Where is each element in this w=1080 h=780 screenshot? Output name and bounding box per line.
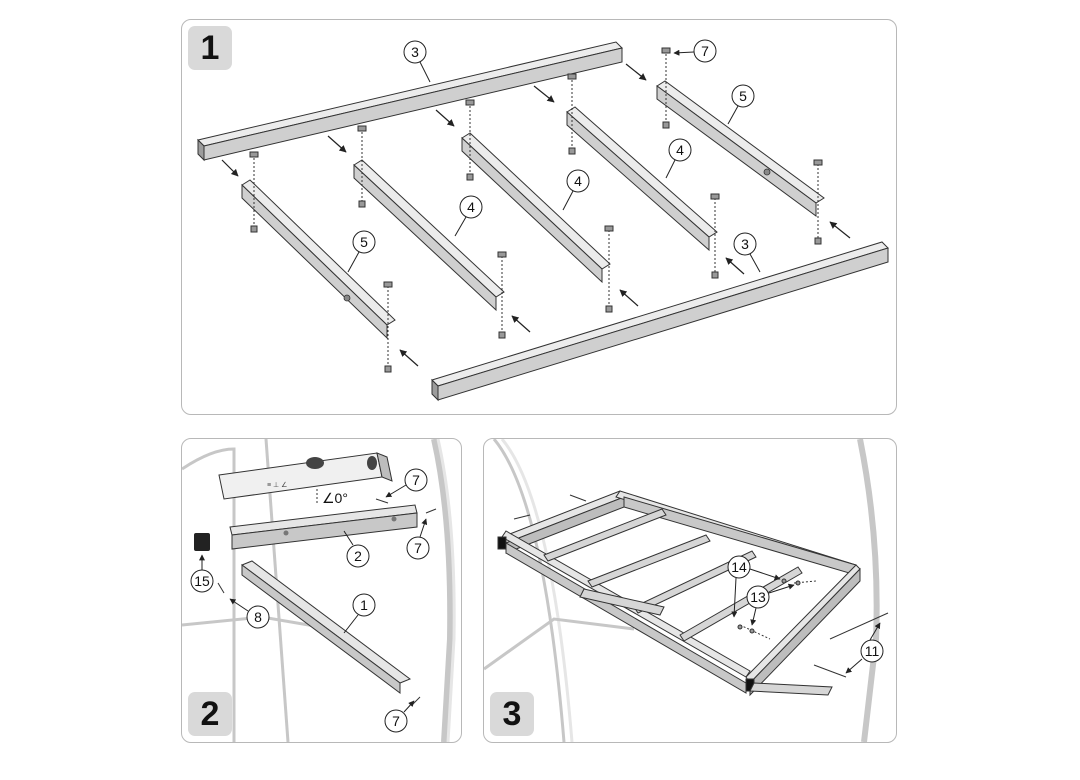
cross-beam-4 xyxy=(566,106,718,252)
svg-text:3: 3 xyxy=(411,44,419,60)
callout-part-4-c: 4 xyxy=(454,195,483,237)
callout-part-3-bottom: 3 xyxy=(733,232,761,273)
callouts-panel-1: 3 7 5 4 4 4 5 3 xyxy=(347,39,761,273)
end-cap-part-15 xyxy=(194,533,210,551)
svg-text:11: 11 xyxy=(865,643,880,659)
panel-step-2: 2 ≡ ⊥ ∠ ∠0° xyxy=(181,438,462,743)
callout-part-4-b: 4 xyxy=(562,169,590,211)
step-number-badge: 1 xyxy=(188,26,232,70)
cross-beam-2 xyxy=(353,159,505,312)
svg-text:1: 1 xyxy=(360,597,368,613)
bed-frame xyxy=(497,490,861,697)
svg-text:2: 2 xyxy=(354,548,362,564)
bolts xyxy=(513,494,889,678)
svg-text:7: 7 xyxy=(412,472,420,488)
panel-2-drawing: ≡ ⊥ ∠ ∠0° 7 2 7 15 8 1 xyxy=(182,439,456,742)
panel-1-drawing: 3 7 5 4 4 4 5 3 xyxy=(197,39,889,402)
callout-part-3-top: 3 xyxy=(403,40,431,83)
level-angle-label: ∠0° xyxy=(322,490,348,506)
svg-text:4: 4 xyxy=(574,173,582,189)
callout-part-7-top: 7 xyxy=(385,468,428,498)
svg-text:4: 4 xyxy=(676,142,684,158)
cross-beam-3 xyxy=(461,132,611,284)
callout-part-5-left: 5 xyxy=(347,230,376,273)
callout-part-7: 7 xyxy=(673,39,717,63)
step-number-badge: 2 xyxy=(188,692,232,736)
svg-text:≡ ⊥ ∠: ≡ ⊥ ∠ xyxy=(267,481,287,489)
spirit-level: ≡ ⊥ ∠ xyxy=(218,452,393,500)
panel-step-3: 3 xyxy=(483,438,897,743)
callout-part-8: 8 xyxy=(229,598,270,629)
svg-text:4: 4 xyxy=(467,199,475,215)
callout-part-7-right: 7 xyxy=(406,518,430,560)
step-number-badge: 3 xyxy=(490,692,534,736)
callout-part-13: 13 xyxy=(746,583,795,626)
long-beam-top xyxy=(197,41,623,162)
direction-arrows xyxy=(221,63,851,367)
callouts-panel-3: 14 13 11 xyxy=(727,555,884,674)
beam-part-2 xyxy=(229,504,418,550)
panel-3-drawing: 14 13 11 xyxy=(484,439,889,742)
svg-text:8: 8 xyxy=(254,609,262,625)
svg-text:14: 14 xyxy=(731,559,747,575)
panel-step-1: 1 xyxy=(181,19,897,415)
cross-beam-5 xyxy=(656,80,825,217)
callouts-panel-2: 7 2 7 15 8 1 7 xyxy=(190,468,430,733)
callout-part-2: 2 xyxy=(343,530,370,568)
svg-text:15: 15 xyxy=(194,573,210,589)
beam-part-1 xyxy=(240,560,412,694)
callout-part-14: 14 xyxy=(727,555,781,618)
svg-text:5: 5 xyxy=(360,234,368,250)
svg-text:7: 7 xyxy=(414,540,422,556)
callout-part-7-bottom: 7 xyxy=(384,700,415,733)
svg-text:13: 13 xyxy=(750,589,766,605)
callout-part-11: 11 xyxy=(845,622,884,674)
svg-text:3: 3 xyxy=(741,236,749,252)
callout-part-4-a: 4 xyxy=(665,138,692,179)
callout-part-1: 1 xyxy=(343,593,376,634)
callout-part-15: 15 xyxy=(190,554,214,593)
svg-text:5: 5 xyxy=(739,88,747,104)
callout-part-5-right: 5 xyxy=(727,84,755,125)
svg-text:7: 7 xyxy=(392,713,400,729)
cross-beam-1 xyxy=(241,179,396,340)
bolts xyxy=(249,47,823,373)
long-beam-bottom xyxy=(431,241,889,402)
svg-text:7: 7 xyxy=(701,43,709,59)
